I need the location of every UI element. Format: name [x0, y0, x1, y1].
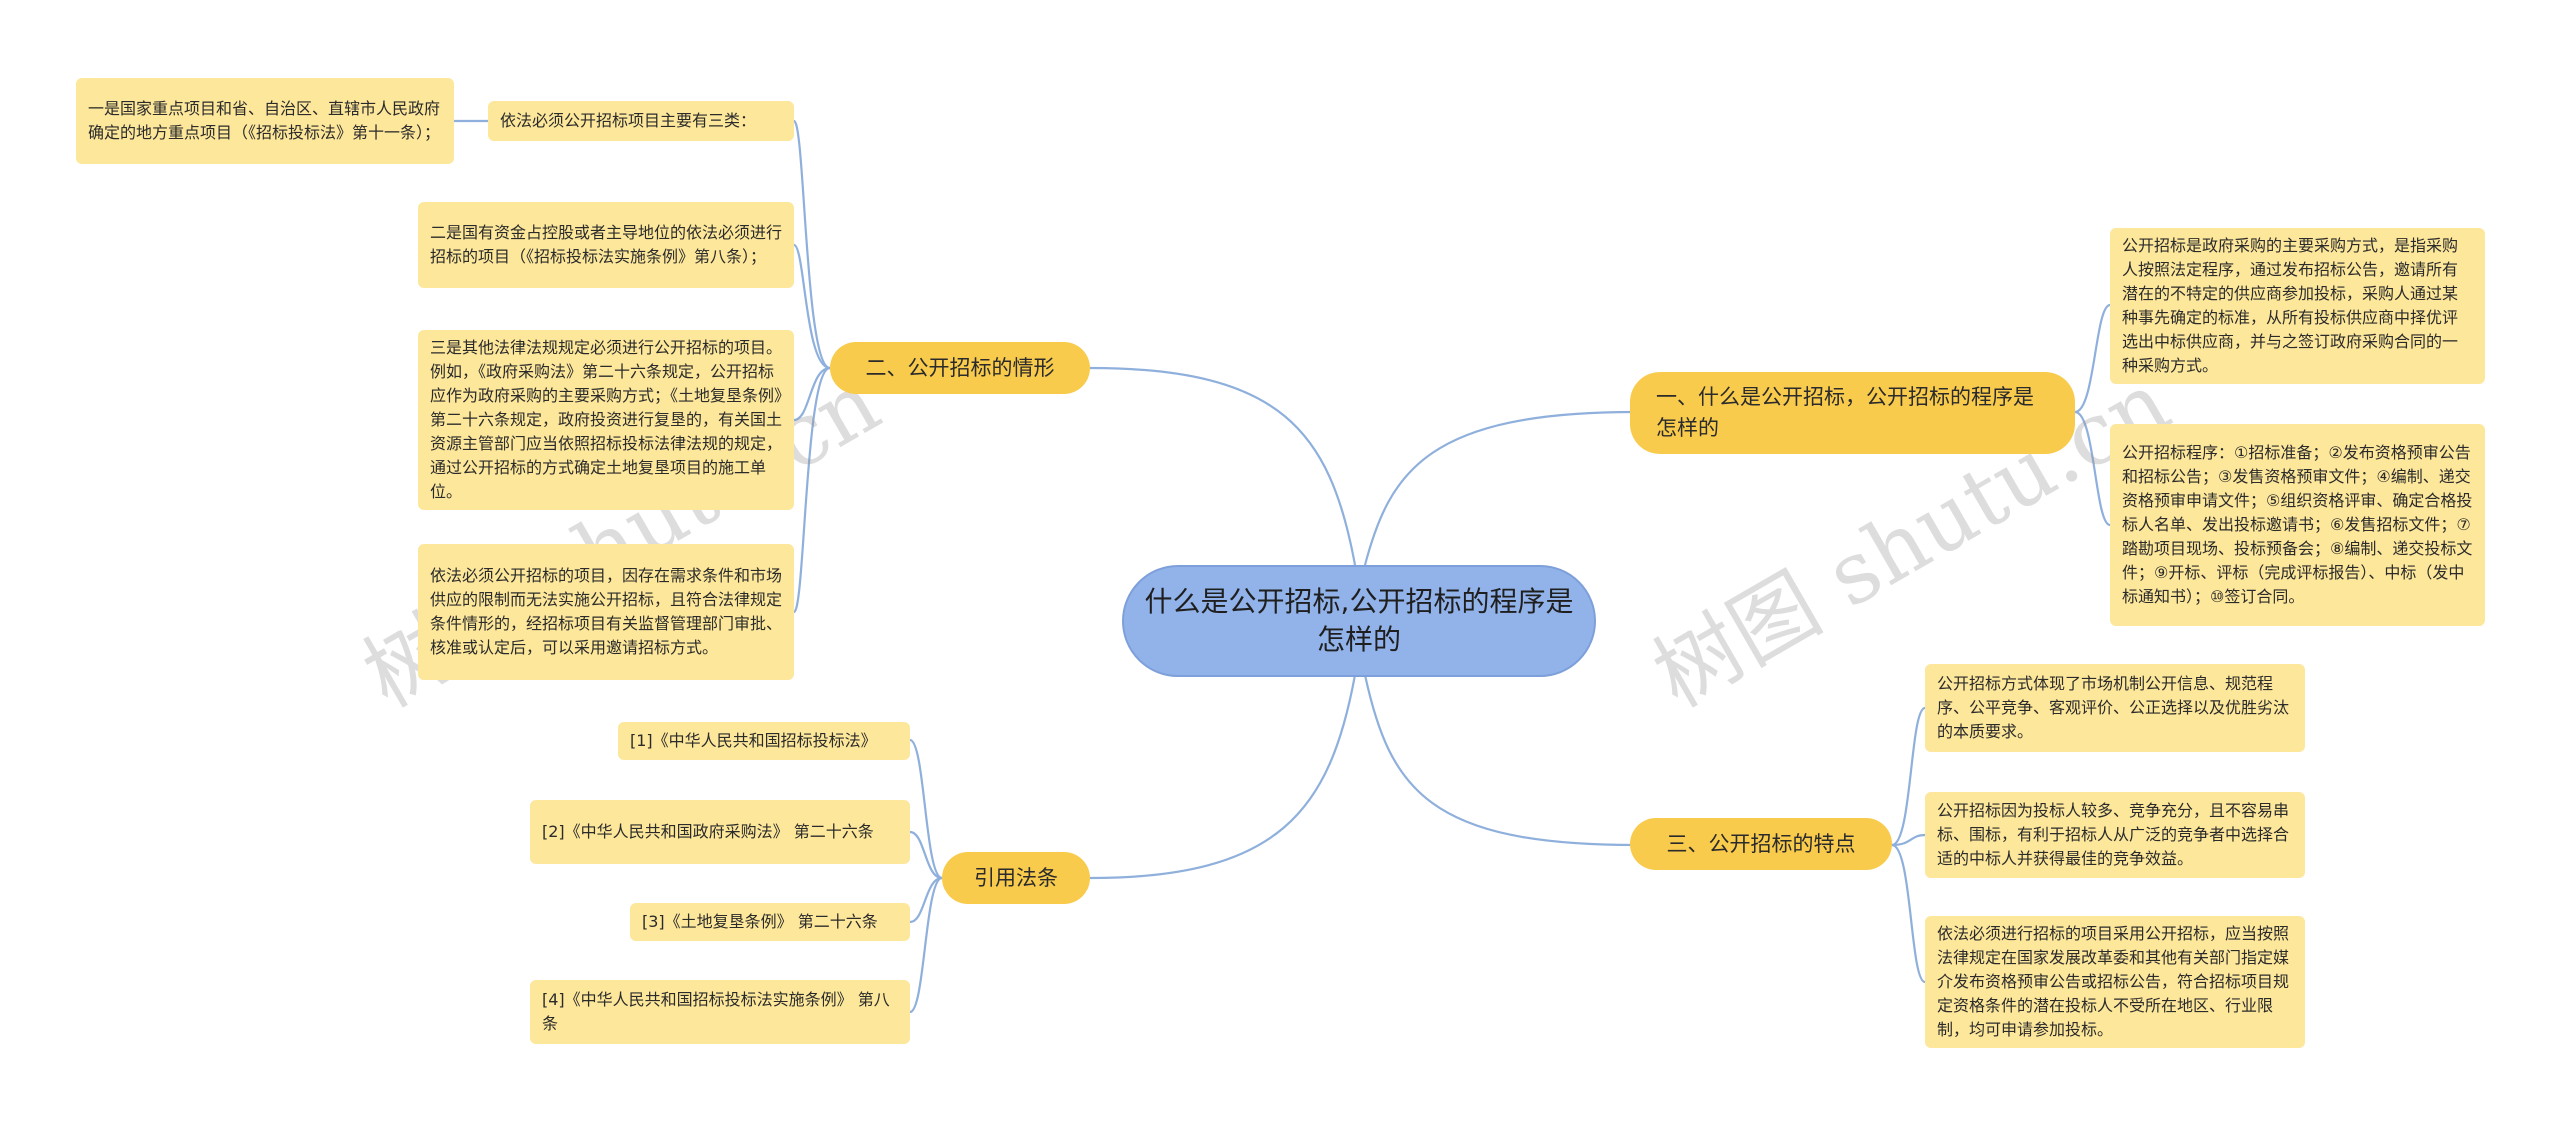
leaf-text: 公开招标程序：①招标准备；②发布资格预审公告和招标公告；③发售资格预审文件；④编… [2122, 443, 2473, 606]
branch-label: 二、公开招标的情形 [865, 355, 1055, 380]
link-center-b1 [1363, 410, 1636, 566]
leaf-text: 二是国有资金占控股或者主导地位的依法必须进行招标的项目（《招标投标法实施条例》第… [430, 223, 783, 266]
leaf-law-3[interactable]: [3]《土地复垦条例》 第二十六条 [630, 903, 910, 941]
leaf-text: [3]《土地复垦条例》 第二十六条 [642, 912, 878, 931]
link-center-b3 [1363, 674, 1636, 847]
branch-cited-laws[interactable]: 引用法条 [942, 852, 1090, 904]
leaf-feature-market[interactable]: 公开招标方式体现了市场机制公开信息、规范程序、公平竞争、客观评价、公正选择以及优… [1925, 664, 2305, 752]
leaf-feature-competition[interactable]: 公开招标因为投标人较多、竞争充分，且不容易串标、围标，有利于招标人从广泛的竞争者… [1925, 792, 2305, 878]
branch-label: 三、公开招标的特点 [1666, 831, 1856, 856]
leaf-definition[interactable]: 公开招标是政府采购的主要采购方式，是指采购人按照法定程序，通过发布招标公告，邀请… [2110, 228, 2485, 384]
link-b3-1 [1891, 706, 1926, 847]
link-b2-1 [792, 119, 831, 370]
leaf-text: 依法必须公开招标项目主要有三类： [500, 111, 757, 130]
leaf-law-1[interactable]: [1]《中华人民共和国招标投标法》 [618, 722, 910, 760]
link-center-b2 [1089, 366, 1357, 566]
leaf-feature-publication[interactable]: 依法必须进行招标的项目采用公开招标，应当按照法律规定在国家发展改革委和其他有关部… [1925, 916, 2305, 1048]
link-b2-2 [792, 243, 831, 370]
link-b4-3 [909, 876, 943, 924]
link-b3-3 [1891, 843, 1926, 984]
link-center-b4 [1089, 674, 1357, 880]
link-b4-4 [909, 876, 943, 1014]
link-b2-4 [792, 366, 831, 614]
leaf-procedure[interactable]: 公开招标程序：①招标准备；②发布资格预审公告和招标公告；③发售资格预审文件；④编… [2110, 424, 2485, 626]
link-b1-2 [2074, 410, 2111, 527]
central-topic[interactable]: 什么是公开招标,公开招标的程序是怎样的 [1122, 565, 1596, 677]
branch-label: 一、什么是公开招标，公开招标的程序是怎样的 [1656, 385, 2034, 440]
branch-open-tender-features[interactable]: 三、公开招标的特点 [1630, 818, 1892, 870]
leaf-category-three[interactable]: 三是其他法律法规规定必须进行公开招标的项目。例如，《政府采购法》第二十六条规定，… [418, 330, 794, 510]
leaf-invitation-tender[interactable]: 依法必须公开招标的项目，因存在需求条件和市场供应的限制而无法实施公开招标，且符合… [418, 544, 794, 680]
leaf-text: [2]《中华人民共和国政府采购法》 第二十六条 [542, 822, 874, 841]
branch-label: 引用法条 [974, 865, 1058, 890]
leaf-text: [4]《中华人民共和国招标投标法实施条例》 第八条 [542, 990, 890, 1033]
leaf-law-2[interactable]: [2]《中华人民共和国政府采购法》 第二十六条 [530, 800, 910, 864]
leaf-category-two[interactable]: 二是国有资金占控股或者主导地位的依法必须进行招标的项目（《招标投标法实施条例》第… [418, 202, 794, 288]
leaf-text: 依法必须公开招标的项目，因存在需求条件和市场供应的限制而无法实施公开招标，且符合… [430, 566, 783, 657]
leaf-text: 公开招标因为投标人较多、竞争充分，且不容易串标、围标，有利于招标人从广泛的竞争者… [1937, 801, 2290, 868]
leaf-text: 依法必须进行招标的项目采用公开招标，应当按照法律规定在国家发展改革委和其他有关部… [1937, 924, 2290, 1039]
link-b1-1 [2074, 303, 2111, 414]
link-b3-2 [1891, 833, 1926, 847]
leaf-text: 公开招标是政府采购的主要采购方式，是指采购人按照法定程序，通过发布招标公告，邀请… [2122, 236, 2459, 375]
leaf-text: 三是其他法律法规规定必须进行公开招标的项目。例如，《政府采购法》第二十六条规定，… [430, 338, 783, 501]
leaf-category-one[interactable]: 一是国家重点项目和省、自治区、直辖市人民政府确定的地方重点项目（《招标投标法》第… [76, 78, 454, 164]
leaf-text: 一是国家重点项目和省、自治区、直辖市人民政府确定的地方重点项目（《招标投标法》第… [88, 99, 441, 142]
leaf-text: 公开招标方式体现了市场机制公开信息、规范程序、公平竞争、客观评价、公正选择以及优… [1937, 674, 2290, 741]
link-b4-2 [909, 830, 943, 880]
branch-what-is-open-tender[interactable]: 一、什么是公开招标，公开招标的程序是怎样的 [1630, 372, 2075, 454]
leaf-law-4[interactable]: [4]《中华人民共和国招标投标法实施条例》 第八条 [530, 980, 910, 1044]
leaf-text: [1]《中华人民共和国招标投标法》 [630, 731, 877, 750]
branch-open-tender-situations[interactable]: 二、公开招标的情形 [830, 342, 1090, 394]
link-b2-3 [793, 366, 831, 422]
link-b4-1 [909, 738, 943, 880]
central-topic-label: 什么是公开招标,公开招标的程序是怎样的 [1144, 585, 1574, 656]
leaf-three-categories[interactable]: 依法必须公开招标项目主要有三类： [488, 101, 794, 141]
